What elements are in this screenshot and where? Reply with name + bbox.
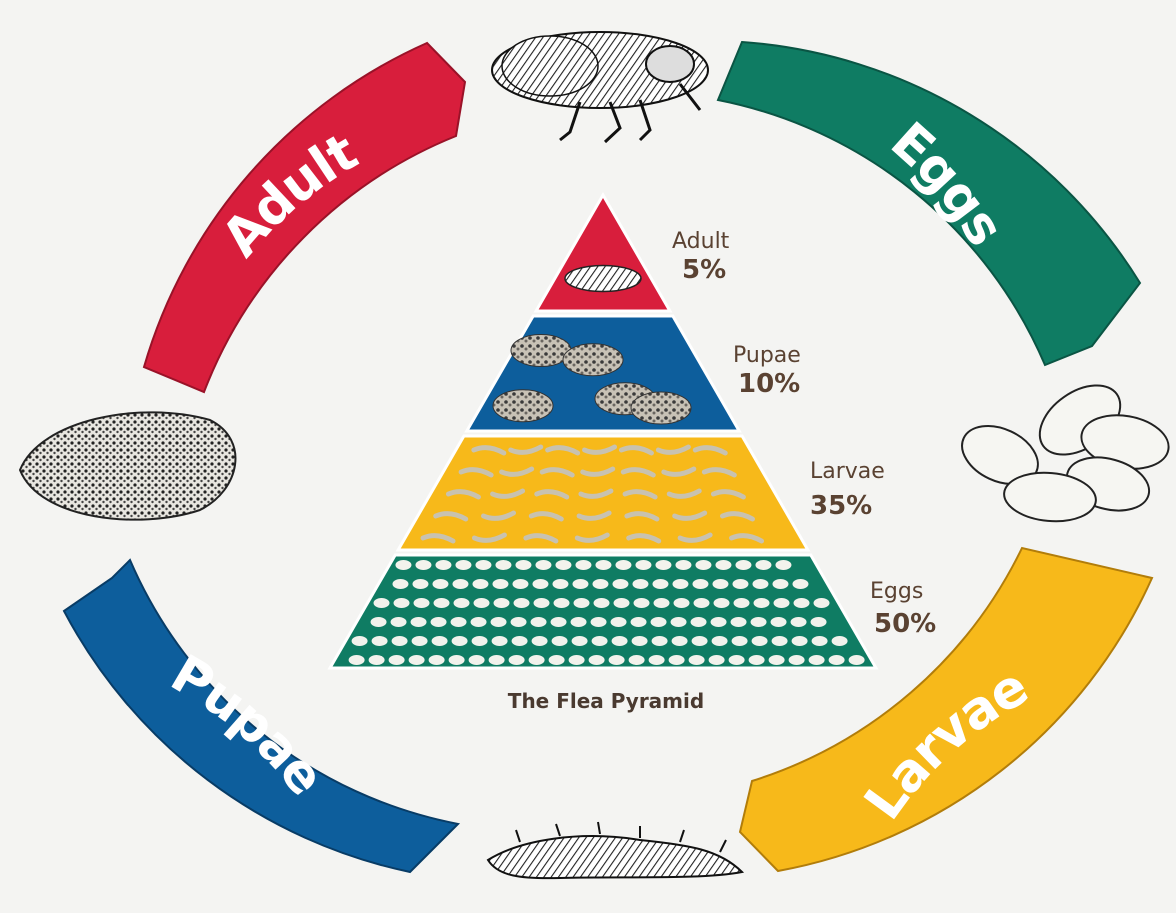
tier-percent-pupae: 10% <box>738 369 800 399</box>
flea-icon <box>492 32 708 142</box>
pyramid-caption: The Flea Pyramid <box>508 689 704 713</box>
tier-label-pupae: Pupae <box>733 343 801 368</box>
tier-percent-adult: 5% <box>682 255 726 285</box>
cycle-arc-eggs: Eggs <box>718 42 1140 365</box>
eggs-icon <box>953 371 1173 525</box>
tier-label-eggs: Eggs <box>870 579 923 604</box>
tier-texture-adult <box>565 266 641 292</box>
tier-label-larvae: Larvae <box>810 459 885 484</box>
cocoon-icon <box>20 412 235 519</box>
cycle-arc-adult: Adult <box>144 43 465 392</box>
tier-percent-eggs: 50% <box>874 609 936 639</box>
larva-icon <box>488 822 742 878</box>
pyramid-tier-eggs <box>330 555 876 668</box>
tier-label-adult: Adult <box>672 229 730 254</box>
tier-percent-larvae: 35% <box>810 491 872 521</box>
pyramid-tier-adult <box>536 195 670 311</box>
